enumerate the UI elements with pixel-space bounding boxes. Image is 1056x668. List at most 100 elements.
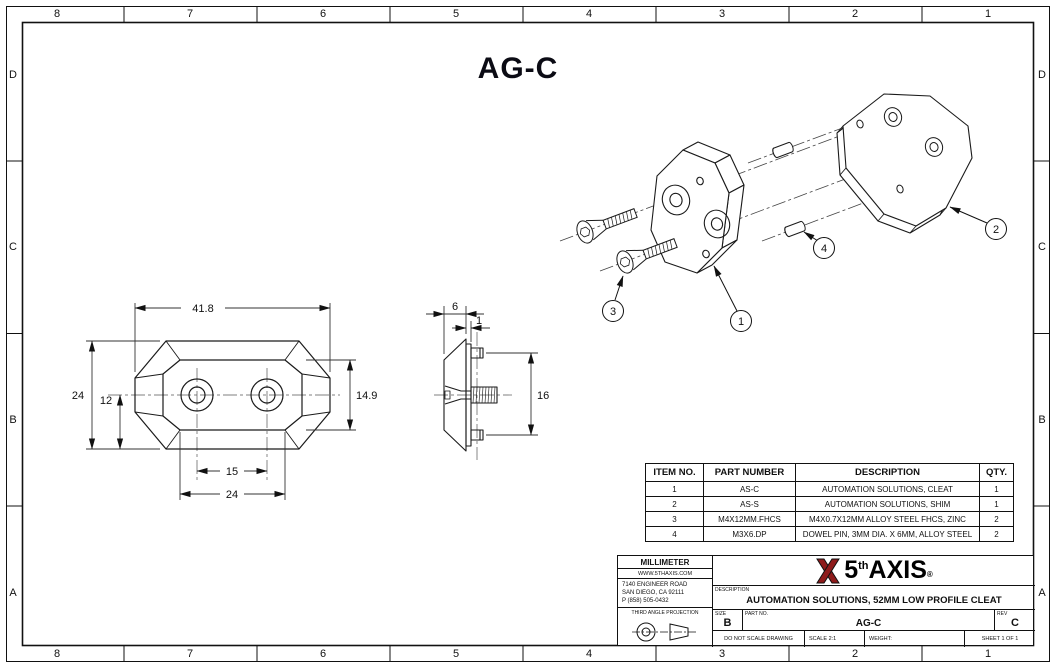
cleat-part — [650, 141, 745, 274]
address-line-1: 7140 ENGINEER ROAD — [622, 582, 688, 588]
zone-row-left-d: D — [9, 69, 17, 81]
part-description: AUTOMATION SOLUTIONS, 52MM LOW PROFILE C… — [746, 595, 1002, 606]
zone-row-left-c: C — [9, 241, 17, 253]
zone-col-top-4: 4 — [585, 8, 593, 20]
description-block: DESCRIPTION AUTOMATION SOLUTIONS, 52MM L… — [713, 586, 1035, 610]
bom-cell: AS-C — [703, 481, 796, 497]
zone-col-bottom-3: 3 — [718, 648, 726, 660]
zone-col-top-7: 7 — [186, 8, 194, 20]
scale-value: SCALE 2:1 — [805, 631, 865, 647]
revision-label: REV — [997, 611, 1008, 617]
zone-col-top-5: 5 — [452, 8, 460, 20]
units-label: MILLIMETER — [618, 556, 712, 569]
zone-col-bottom-6: 6 — [319, 648, 327, 660]
logo-text: 5thAXIS® — [844, 558, 933, 583]
balloon-1: 1 — [713, 265, 752, 332]
description-label: DESCRIPTION — [715, 587, 750, 593]
dim-center-to-bottom: 12 — [100, 395, 112, 407]
title-block-footer: DO NOT SCALE DRAWING SCALE 2:1 WEIGHT: S… — [713, 631, 1035, 647]
zone-tick-marks — [6, 6, 1050, 662]
size-part-rev-row: SIZE B PART NO. AG-C REV C — [713, 610, 1035, 631]
dim-body-thickness: 6 — [452, 301, 458, 313]
title-block-right: 5thAXIS® DESCRIPTION AUTOMATION SOLUTION… — [713, 556, 1035, 647]
side-view-dimensions: 6 1 16 — [426, 301, 549, 436]
dowel-pin-2 — [783, 220, 807, 238]
zone-row-right-a: A — [1038, 587, 1046, 599]
bom-cell: 1 — [979, 496, 1014, 512]
balloon-4: 4 — [803, 231, 835, 259]
bom-cell: 2 — [645, 496, 704, 512]
size-value: B — [723, 617, 732, 629]
balloon-2-number: 2 — [993, 224, 999, 236]
bom-cell: 3 — [645, 511, 704, 527]
dim-pin-spacing: 16 — [537, 390, 549, 402]
part-number-value: AG-C — [855, 618, 882, 629]
dowel-pin-1 — [771, 141, 795, 159]
zone-row-right-d: D — [1038, 69, 1046, 81]
part-number-cell: PART NO. AG-C — [743, 610, 995, 630]
zone-col-top-2: 2 — [851, 8, 859, 20]
balloon-2: 2 — [949, 206, 1007, 240]
zone-col-bottom-7: 7 — [186, 648, 194, 660]
weight-label: WEIGHT: — [865, 631, 965, 647]
front-view-outline — [134, 340, 331, 450]
zone-col-bottom-2: 2 — [851, 648, 859, 660]
bom-cell: AUTOMATION SOLUTIONS, CLEAT — [795, 481, 980, 497]
zone-col-bottom-1: 1 — [984, 648, 992, 660]
bom-cell: DOWEL PIN, 3MM DIA. X 6MM, ALLOY STEEL — [795, 526, 980, 542]
zone-col-bottom-8: 8 — [53, 648, 61, 660]
revision-value: C — [1011, 617, 1019, 629]
bom-header-part: PART NUMBER — [703, 463, 796, 482]
bom-cell: 2 — [979, 511, 1014, 527]
bom-header-qty: QTY. — [979, 463, 1014, 482]
fifth-axis-x-icon — [816, 558, 841, 583]
bom-header-row: ITEM NO. PART NUMBER DESCRIPTION QTY. — [645, 463, 1014, 482]
zone-col-bottom-4: 4 — [585, 648, 593, 660]
sheet-number: SHEET 1 OF 1 — [981, 636, 1019, 642]
size-cell: SIZE B — [713, 610, 743, 630]
bom-cell: AS-S — [703, 496, 796, 512]
revision-cell: REV C — [995, 610, 1035, 630]
dim-overall-width: 41.8 — [192, 303, 213, 315]
registered-mark: ® — [926, 570, 933, 579]
bom-row-4: 4 M3X6.DP DOWEL PIN, 3MM DIA. X 6MM, ALL… — [645, 526, 1014, 542]
balloon-3: 3 — [602, 275, 624, 322]
dim-base-width: 24 — [226, 489, 238, 501]
zone-row-right-c: C — [1038, 241, 1046, 253]
bom-row-3: 3 M4X12MM.FHCS M4X0.7X12MM ALLOY STEEL F… — [645, 511, 1014, 527]
bom-cell: M3X6.DP — [703, 526, 796, 542]
bom-cell: 4 — [645, 526, 704, 542]
bom-cell: 1 — [979, 481, 1014, 497]
dim-shim-thickness: 1 — [476, 315, 482, 327]
zone-col-top-1: 1 — [984, 8, 992, 20]
zone-col-bottom-5: 5 — [452, 648, 460, 660]
bom-cell: M4X0.7X12MM ALLOY STEEL FHCS, ZINC — [795, 511, 980, 527]
zone-row-left-a: A — [9, 587, 17, 599]
company-address: 7140 ENGINEER ROAD SAN DIEGO, CA 92111 P… — [618, 579, 712, 608]
bom-table: ITEM NO. PART NUMBER DESCRIPTION QTY. 1 … — [645, 463, 1014, 542]
size-label: SIZE — [715, 611, 727, 617]
address-line-2: SAN DIEGO, CA 92111 — [622, 590, 685, 596]
front-view-centerlines — [108, 368, 340, 480]
part-number-label: PART NO. — [745, 611, 769, 617]
zone-col-top-6: 6 — [319, 8, 327, 20]
logo-main: AXIS — [868, 556, 927, 584]
balloon-1-number: 1 — [738, 316, 744, 328]
front-view: 41.8 24 12 14.9 15 24 — [72, 301, 377, 501]
exploded-view: 1 2 3 4 — [559, 93, 1007, 332]
dim-face-height: 14.9 — [356, 390, 377, 402]
sheet-border-frame — [6, 6, 1050, 662]
screw-1 — [573, 201, 641, 246]
shim-part — [836, 93, 973, 234]
balloon-4-number: 4 — [821, 243, 827, 255]
bom-header-desc: DESCRIPTION — [795, 463, 980, 482]
dim-overall-height: 24 — [72, 390, 84, 402]
company-website: WWW.5THAXIS.COM — [618, 569, 712, 579]
balloon-callouts: 1 2 3 4 — [602, 206, 1007, 332]
bom-row-2: 2 AS-S AUTOMATION SOLUTIONS, SHIM 1 — [645, 496, 1014, 512]
zone-col-top-3: 3 — [718, 8, 726, 20]
bom-cell: M4X12MM.FHCS — [703, 511, 796, 527]
bom-cell: 1 — [645, 481, 704, 497]
